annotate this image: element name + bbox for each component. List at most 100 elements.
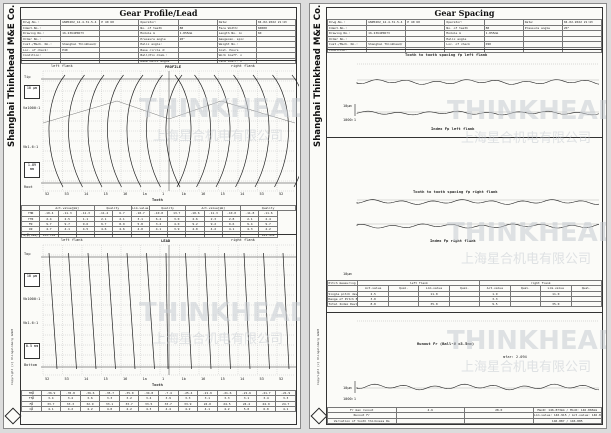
tooth-number: 15 [220,377,225,381]
tooth-number: 53 [259,377,264,381]
watermark-brand: THINKHEAD [447,218,607,248]
magnification-label: 1000:1 [343,397,356,401]
index-right-trace [356,223,600,229]
lead-results-table: fHβ-36.9-35.8-36.6-35.7-35.0-34.8-7.4-25… [21,389,296,413]
tooth-number: 16 [201,377,206,381]
fp-right-trace [356,199,600,205]
profile-header-cell: Lim.value [130,204,150,212]
lead-result-cell: 4.1 [197,405,218,413]
tooth-number: 52 [45,377,50,381]
magnification-label: 1000:1 [343,118,356,122]
lead-trace [243,252,251,370]
header-row: Cust./Mach. No.:Shanghai Thinkhead/Loc. … [326,41,603,48]
lead-result-cell: 4.2 [177,405,199,413]
lead-chart [41,244,297,376]
tooth-number: 1b [181,192,186,196]
watermark-brand: THINKHEAD [139,298,301,328]
index-right-title: Index Fp right flank [430,238,476,243]
spacing-result-cell: Total Index Deviation Fp [326,301,359,308]
tooth-number: 52 [279,377,284,381]
lead-trace [48,252,58,370]
lead-trace [282,252,290,370]
tooth-number: 14 [84,192,89,196]
watermark-cn: 上海星合机电有限公司 [461,252,592,267]
tooth-number: 53 [259,192,264,196]
profile-lead-report: Shanghai Thinkhead M&E Co. Ltd. Copyrigh… [3,3,301,429]
lead-result-cell: Cβ [21,405,42,413]
profile-trace-right [174,74,192,188]
lead-trace [185,252,192,370]
runout-footer-cell [395,417,465,424]
lead-result-cell: 6.0 [255,405,277,413]
tooth-number: 16 [201,192,206,196]
tooth-number: 16 [123,192,128,196]
lead-top-label: Top [24,252,31,256]
lead-trace [107,252,116,370]
lead-result-cell: 5.0 [236,405,257,413]
lead-result-cell: 4.0 [99,405,120,413]
lead-chart-region: left flank LEAD right flank Top 10 μm Vb… [21,234,297,391]
runout-annotation: mfar: 2.094 [503,355,527,359]
tooth-number: 16 [123,377,128,381]
spacing-result-cell [570,301,602,308]
lead-trace [165,252,169,370]
header-cell: GNP0402_14-4.31-5-4 [366,19,407,26]
copyright-note: Copyright (c) Klingelnberg GmbH [316,329,320,385]
fp-right-title: Tooth to tooth spacing fp right flank [413,189,498,194]
profile-trace-right [272,74,289,188]
company-logo-icon [310,407,328,425]
profile-tip-label: Tip [24,75,31,79]
spacing-result-cell [509,301,542,308]
lead-trace [87,252,97,370]
profile-title: PROFILE [165,64,182,69]
tooth-number: 14 [84,377,89,381]
header-row: Cust./Mach. No.:Shanghai Thinkhead/Helix… [20,41,297,48]
profile-trace-left [48,74,66,188]
runout-chart [354,320,600,393]
watermark-cn: 上海星合机电有限公司 [461,131,592,146]
spacing-result-cell: 9.5 [479,301,511,308]
profile-trace-left [165,74,183,188]
header-row: Condition:Ball/Pin diam.:Work Coeff. n [20,52,297,59]
profile-limit-line [168,100,296,124]
watermark-cn: 上海星合机电有限公司 [461,360,592,375]
tooth-number: 1 [162,377,165,381]
gear-spacing-report: Shanghai Thinkhead M&E Co. Ltd. Copyrigh… [309,3,607,429]
scale-label: 10μm [343,386,352,390]
tooth-number: 52 [279,192,284,196]
profile-magnification: Va1000:1 [23,106,41,110]
header-cell: Shanghai Thinkhead/ [60,41,101,48]
lead-result-cell: 4.2 [79,405,101,413]
spacing-result-cell: 35.0 [540,301,572,308]
lead-result-cell: 4.3 [138,405,159,413]
lead-result-cell: 4.2 [118,405,140,413]
pitch-right-region: Tooth to tooth spacing fp right flank In… [327,137,602,276]
tooth-number: 53 [64,377,69,381]
profile-trace-right [213,74,231,188]
runout-footer-cell: 146.887 / 146.885 [532,417,602,424]
tooth-number: 14 [240,377,245,381]
tooth-number: 14 [240,192,245,196]
watermark-cn: 上海星合机电有限公司 [153,332,284,347]
spacing-result-row: Total Index Deviation Fp8.835.09.535.0 [326,301,602,308]
lead-scale-box: 10 μm [24,273,40,287]
profile-trace-right [194,74,211,188]
tooth-number: 1 [162,192,165,196]
runout-footer-cell: Variation of tooth thickness Rs [327,417,397,424]
tooth-number: 15 [103,377,108,381]
lead-result-cell: 4.2 [60,405,81,413]
fp-left-title: Tooth to tooth spacing fp left flank [405,52,488,57]
spacing-header-cell: Pitch measuring circle [326,279,359,287]
